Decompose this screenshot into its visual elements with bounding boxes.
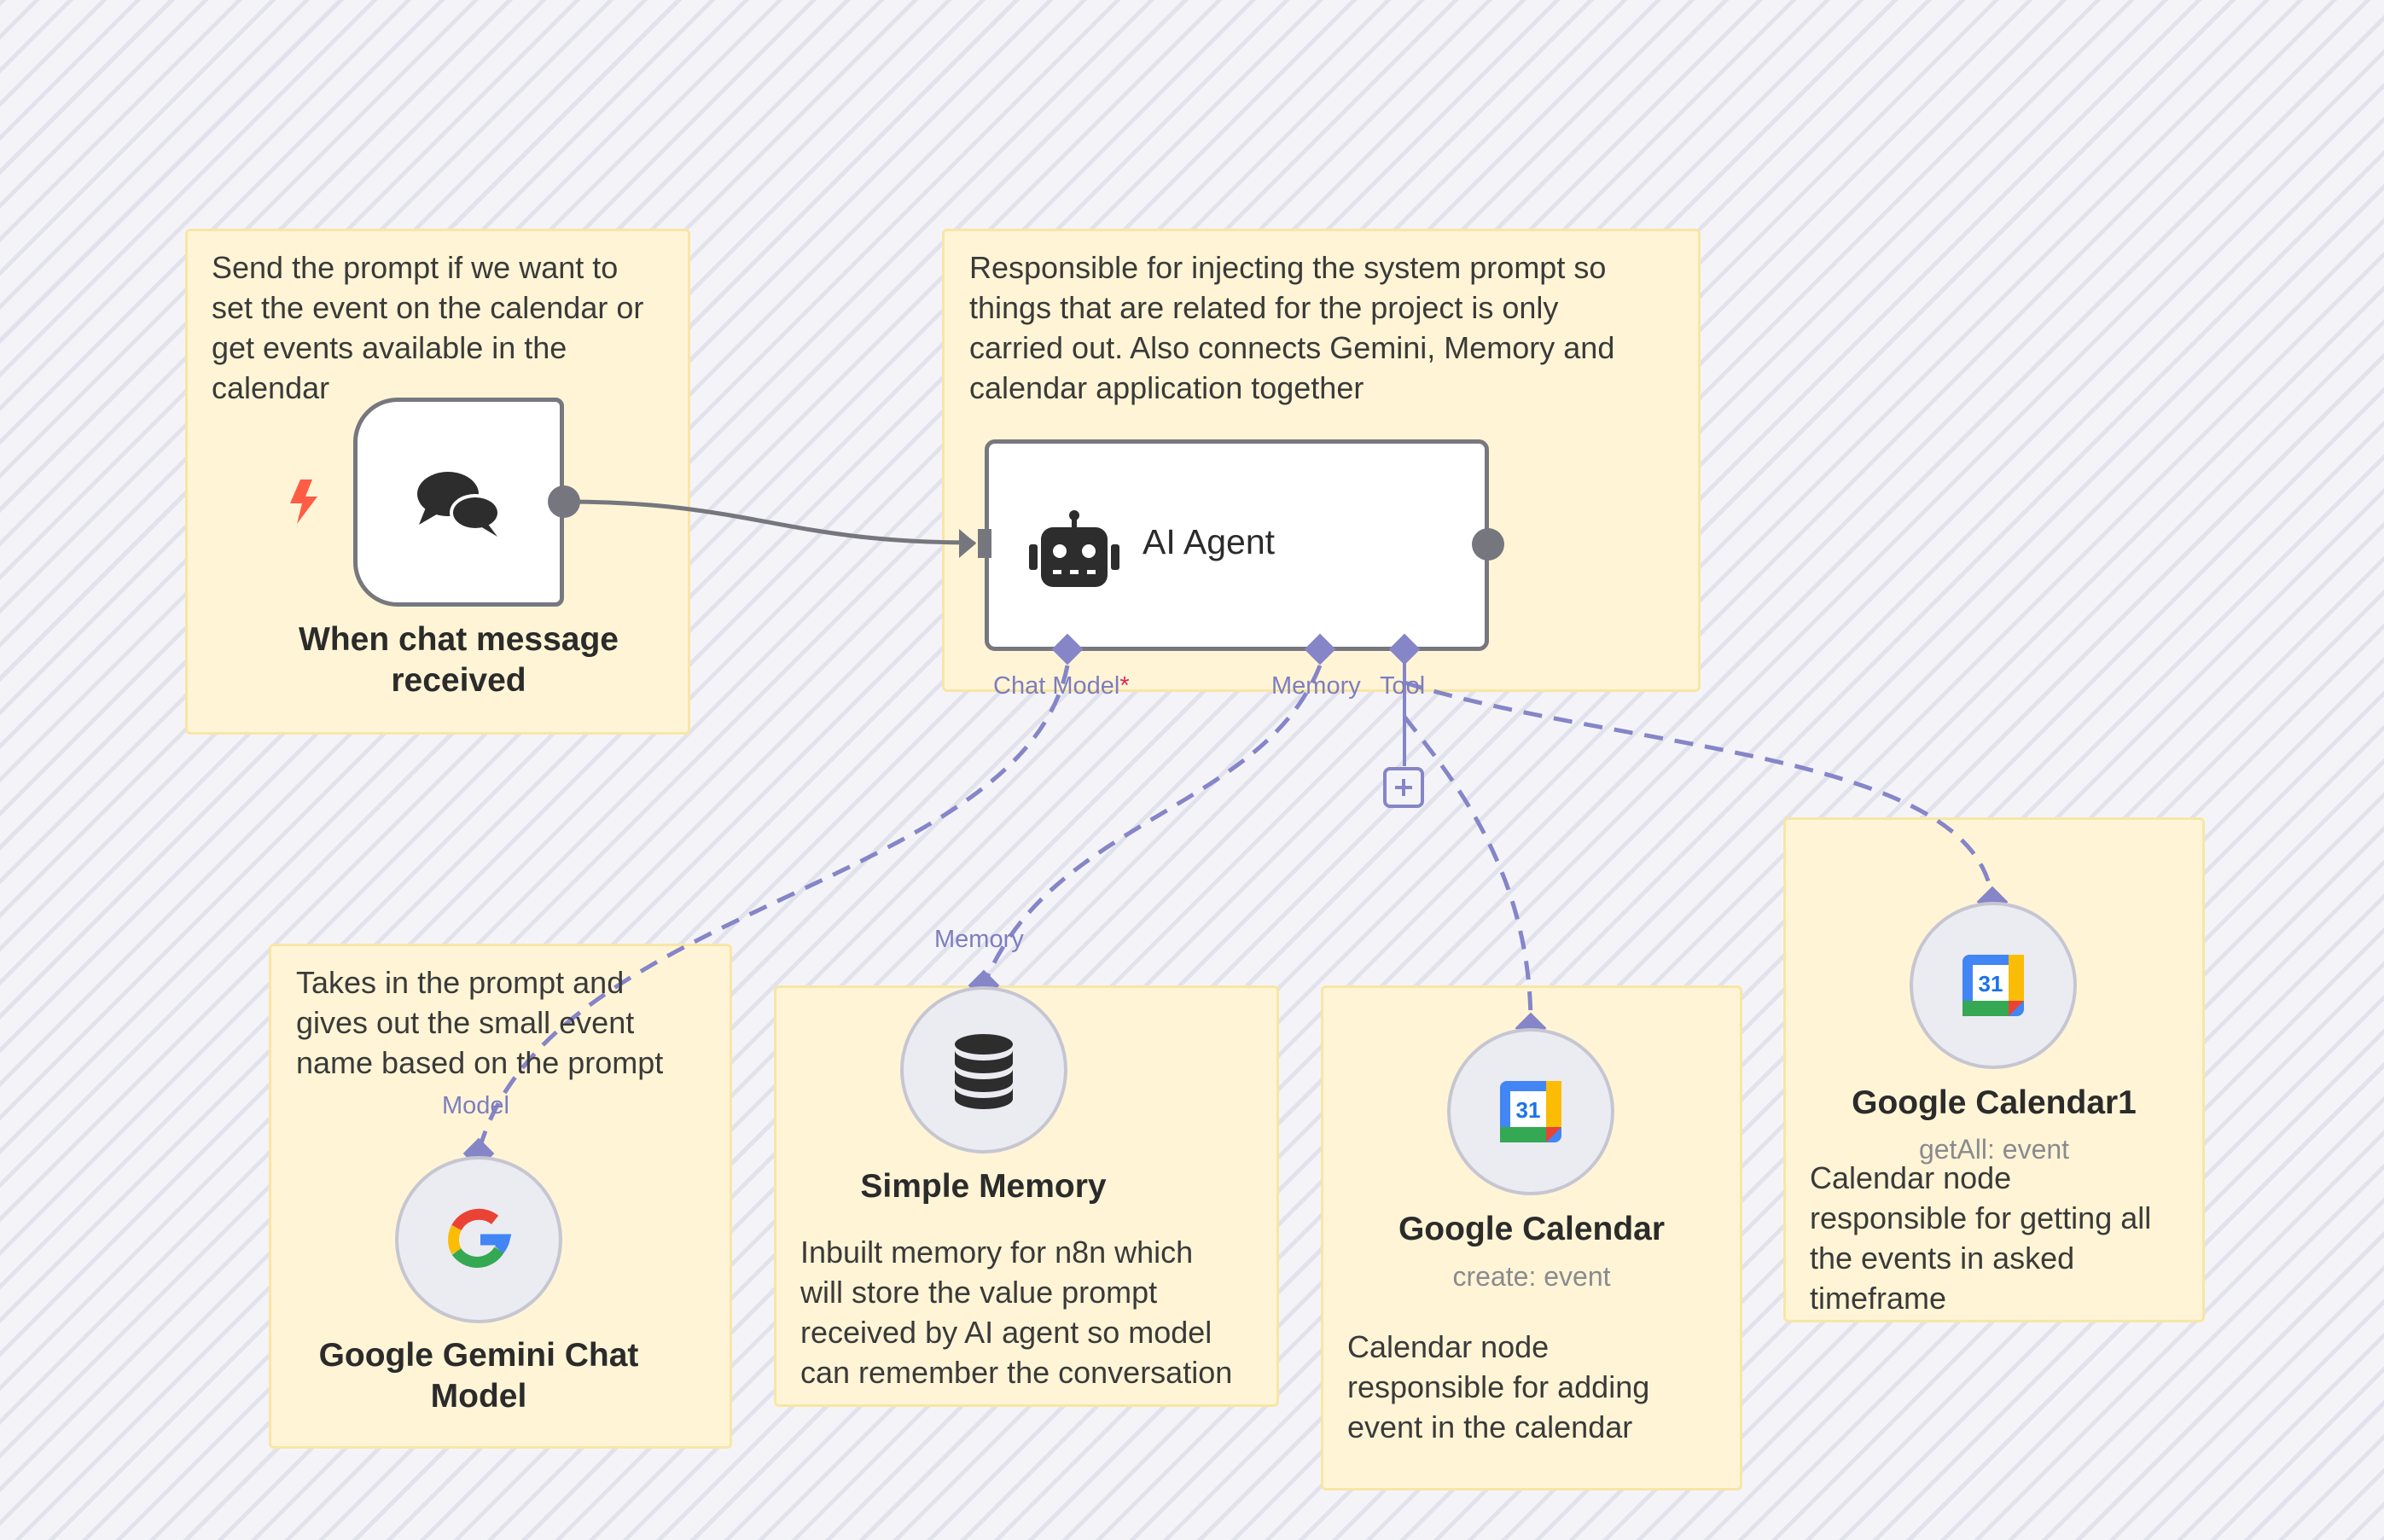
trigger-output-port[interactable] [548, 485, 580, 518]
ai-agent-input-port[interactable] [957, 526, 995, 561]
google-calendar-icon: 31 [1500, 1081, 1561, 1142]
database-icon [955, 1034, 1013, 1109]
tool-connection-calendar1[interactable] [1404, 680, 1995, 903]
sticky-note-trigger-text: Send the prompt if we want to set the ev… [212, 250, 644, 405]
gemini-node-title: Google Gemini Chat Model [318, 1337, 639, 1415]
ai-agent-output-port[interactable] [1472, 528, 1504, 561]
trigger-bolt-icon [290, 479, 317, 524]
add-tool-button[interactable] [1383, 767, 1424, 808]
memory-input-label: Memory [934, 926, 1024, 953]
main-connection[interactable] [564, 499, 974, 545]
chat-model-port-label: Chat Model* [993, 672, 1130, 700]
google-calendar-icon: 31 [1962, 955, 2024, 1016]
memory-port-label: Memory [1271, 672, 1361, 700]
calendar-node-title: Google Calendar [1398, 1211, 1666, 1247]
google-calendar-node[interactable]: 31 [1447, 1028, 1614, 1195]
memory-node-title: Simple Memory [860, 1168, 1107, 1205]
simple-memory-node[interactable] [900, 986, 1067, 1154]
sticky-note-calendar-text: Calendar node responsible for adding eve… [1347, 1329, 1650, 1444]
calendar1-node-subtitle: getAll: event [1918, 1134, 2070, 1165]
google-g-icon [448, 1208, 512, 1268]
chat-model-connection[interactable] [476, 665, 1070, 1153]
calendar1-day-text: 31 [1979, 971, 2003, 997]
sticky-note-calendar1-text: Calendar node responsible for getting al… [1810, 1160, 2152, 1316]
model-input-label: Model [442, 1092, 509, 1119]
ai-agent-title: AI Agent [1143, 522, 1276, 561]
memory-connection[interactable] [981, 665, 1323, 986]
sticky-note-agent-text: Responsible for injecting the system pro… [969, 250, 1615, 405]
sticky-note-memory-text: Inbuilt memory for n8n which will store … [800, 1235, 1233, 1390]
tool-port-label: Tool [1380, 672, 1426, 700]
chat-bubbles-icon [417, 472, 501, 537]
ai-agent-node[interactable]: AI Agent [985, 439, 1489, 651]
calendar-node-subtitle: create: event [1452, 1261, 1611, 1292]
calendar1-node-title: Google Calendar1 [1852, 1084, 2137, 1121]
google-calendar1-node[interactable]: 31 [1910, 902, 2077, 1069]
chat-trigger-node[interactable] [353, 398, 564, 607]
sticky-note-gemini-text: Takes in the prompt and gives out the sm… [296, 965, 664, 1080]
gemini-chat-model-node[interactable] [395, 1156, 562, 1323]
robot-icon [1029, 510, 1119, 587]
tool-connection-calendar[interactable] [1403, 715, 1533, 1028]
calendar-day-text: 31 [1516, 1097, 1541, 1123]
trigger-node-title: When chat message received [299, 621, 619, 699]
